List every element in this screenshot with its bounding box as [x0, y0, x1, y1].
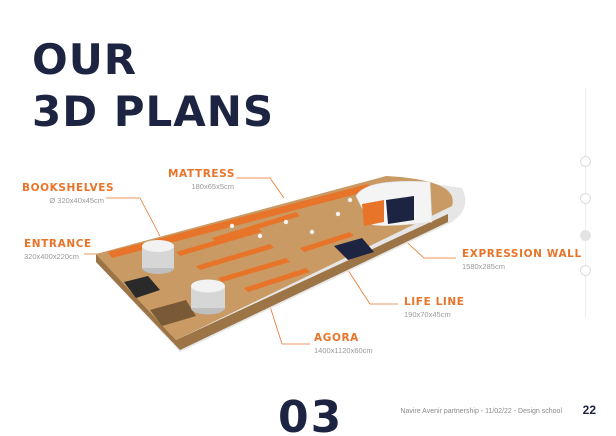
- leader-bookshelves: [106, 197, 161, 237]
- callout-life-line-label: LIFE LINE: [404, 296, 465, 308]
- callout-entrance-label: ENTRANCE: [24, 238, 92, 250]
- callout-agora: AGORA 1400x1120x60cm: [314, 332, 373, 355]
- footer-text: Navire Avenir partnership - 11/02/22 - D…: [400, 408, 562, 415]
- entrance-tower: [191, 279, 225, 315]
- callout-mattress: MATTRESS 180x65x5cm: [168, 168, 234, 191]
- seat-row-6: [300, 232, 354, 252]
- people-figures: [229, 197, 353, 239]
- page-number: 22: [582, 403, 596, 417]
- callout-bookshelves-dims: Ø 320x40x45cm: [49, 196, 104, 205]
- expression-wall-structure: [355, 180, 433, 226]
- back-wall: [108, 184, 372, 258]
- callout-bookshelves-label: BOOKSHELVES: [22, 182, 115, 194]
- title-line-1: OUR: [32, 35, 138, 84]
- callout-entrance-dims: 320x400x220cm: [24, 252, 80, 261]
- callout-expression-wall: EXPRESSION WALL 1580x285cm: [462, 248, 582, 271]
- slide-nav-dot-2[interactable]: [580, 193, 591, 204]
- callout-agora-label: AGORA: [314, 332, 359, 344]
- section-number: 03: [278, 392, 344, 436]
- callout-agora-dims: 1400x1120x60cm: [314, 346, 373, 355]
- leader-mattress: [236, 177, 285, 199]
- expression-floor-panel: [334, 238, 374, 260]
- slide-nav-dot-4[interactable]: [580, 265, 591, 276]
- callout-expression-wall-dims: 1580x285cm: [462, 262, 505, 271]
- leader-life-line: [343, 263, 398, 305]
- seat-row-2: [196, 244, 274, 270]
- agora-steps: [150, 300, 196, 326]
- bookshelf-tower: [142, 240, 174, 274]
- seat-row-4: [244, 268, 310, 292]
- callout-life-line-dims: 190x70x45cm: [404, 310, 451, 319]
- seat-row-3: [218, 258, 290, 282]
- page-title: OUR 3D PLANS: [32, 34, 274, 138]
- callout-entrance: ENTRANCE 320x400x220cm: [24, 238, 92, 261]
- leader-agora: [267, 299, 310, 345]
- checkered-floor: [124, 276, 160, 298]
- seat-row-1: [176, 228, 262, 256]
- slide-nav-dot-3-active[interactable]: [580, 230, 591, 241]
- callout-mattress-dims: 180x65x5cm: [191, 182, 234, 191]
- slide-nav-dot-1[interactable]: [580, 156, 591, 167]
- callout-life-line: LIFE LINE 190x70x45cm: [404, 296, 465, 319]
- seating-rows: [176, 212, 354, 292]
- title-line-2: 3D PLANS: [32, 87, 275, 136]
- callout-mattress-label: MATTRESS: [168, 168, 236, 180]
- seat-row-5: [212, 212, 300, 242]
- callout-expression-wall-label: EXPRESSION WALL: [462, 248, 582, 260]
- leader-expression-wall: [399, 235, 456, 259]
- callout-bookshelves: BOOKSHELVES Ø 320x40x45cm: [22, 182, 115, 205]
